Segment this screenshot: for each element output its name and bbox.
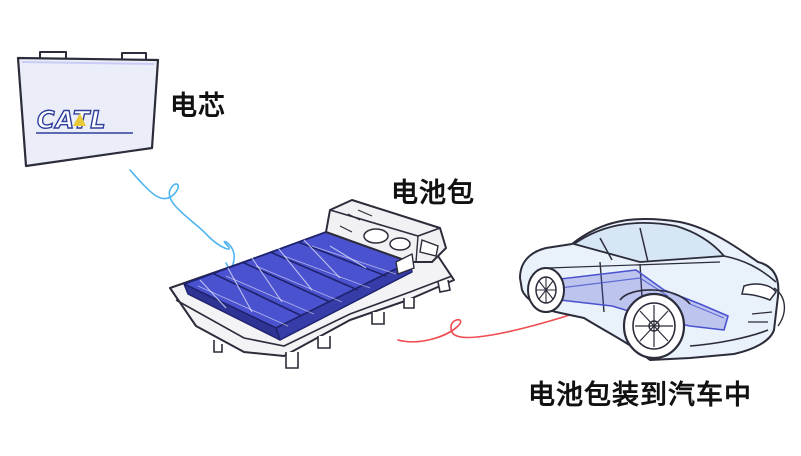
pack-label: 电池包 — [391, 171, 475, 210]
svg-text:CATL: CATL — [37, 106, 107, 134]
cell-to-pack-arrow — [130, 170, 238, 272]
cell-label: 电芯 — [170, 84, 226, 123]
battery-pack-icon — [170, 200, 454, 368]
battery-cell-icon: CATL — [18, 52, 158, 166]
rear-wheel — [528, 268, 564, 312]
car-icon — [520, 219, 784, 360]
car-label: 电池包装到汽车中 — [528, 373, 752, 412]
